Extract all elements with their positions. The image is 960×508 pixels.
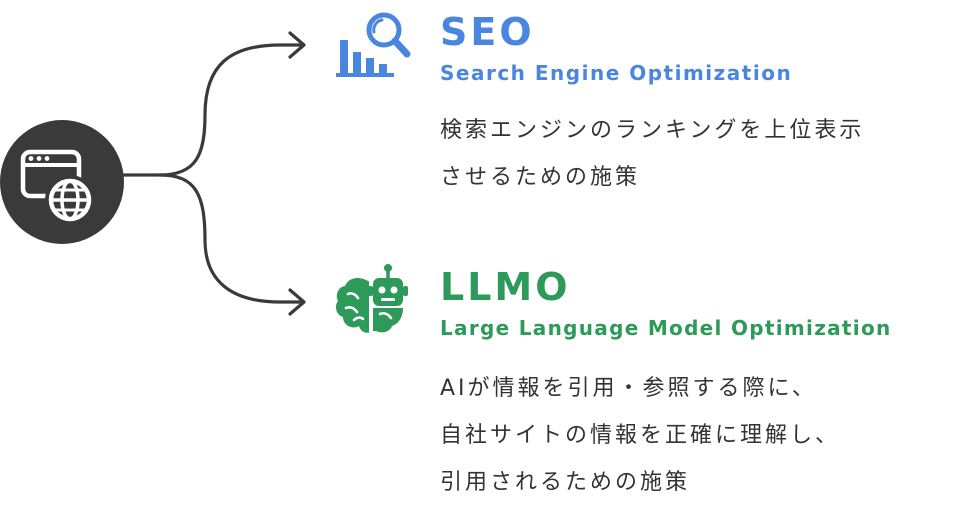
llmo-description: AIが情報を引用・参照する際に、 自社サイトの情報を正確に理解し、 引用されるた… bbox=[440, 365, 840, 506]
seo-description-line: させるための施策 bbox=[440, 165, 641, 190]
arrowhead-seo bbox=[288, 31, 306, 59]
seo-title: SEO bbox=[440, 10, 535, 54]
connector-upper bbox=[122, 43, 305, 177]
arrowhead-llmo bbox=[288, 288, 306, 316]
llmo-description-line: AIが情報を引用・参照する際に、 bbox=[440, 376, 817, 401]
seo-description-line: 検索エンジンのランキングを上位表示 bbox=[440, 118, 865, 143]
browser-globe-icon bbox=[20, 149, 95, 225]
seo-description: 検索エンジンのランキングを上位表示 させるための施策 bbox=[440, 107, 864, 201]
llmo-subtitle: Large Language Model Optimization bbox=[440, 316, 892, 340]
ai-brain-icon bbox=[335, 264, 408, 333]
connector-lower bbox=[158, 173, 305, 304]
llmo-title: LLMO bbox=[440, 265, 571, 309]
website-hub bbox=[0, 120, 124, 244]
llmo-description-line: 引用されるための施策 bbox=[440, 470, 691, 495]
llmo-description-line: 自社サイトの情報を正確に理解し、 bbox=[440, 423, 841, 448]
search-chart-icon bbox=[336, 12, 411, 77]
seo-subtitle: Search Engine Optimization bbox=[440, 61, 793, 85]
